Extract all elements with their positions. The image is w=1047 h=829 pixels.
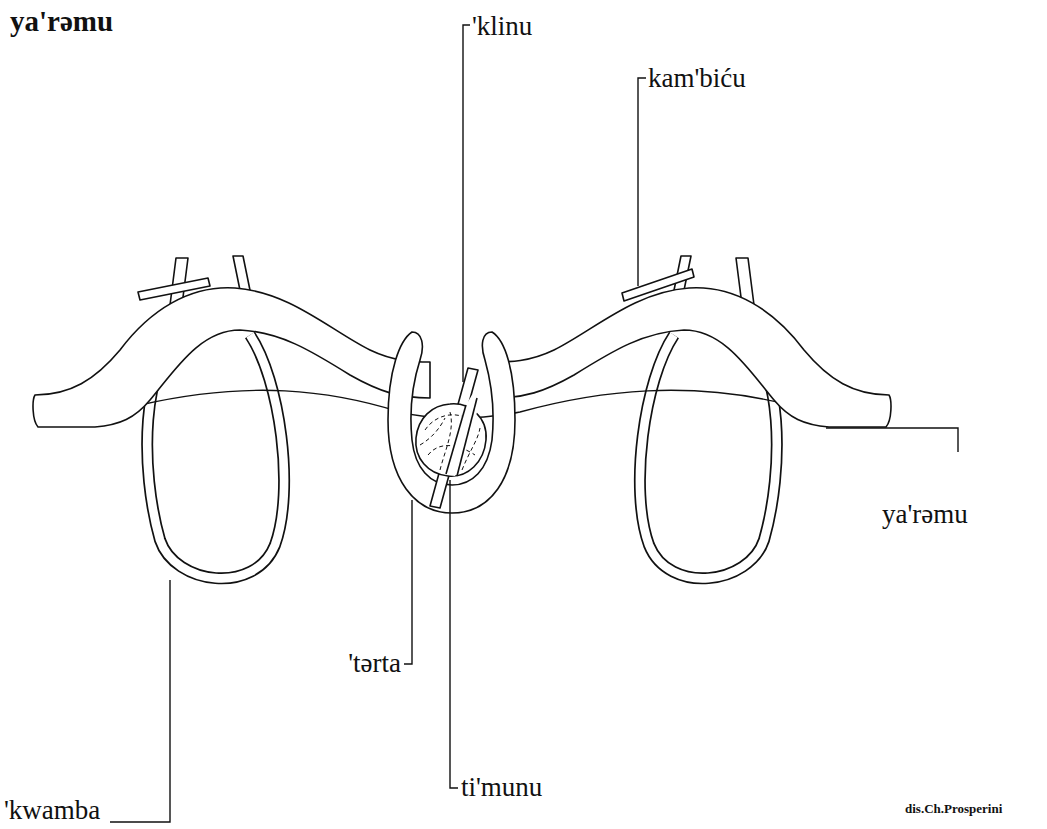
title: ya'rəmu xyxy=(10,6,113,38)
signature: dis.Ch.Prosperini xyxy=(905,802,1002,816)
leader-line xyxy=(110,25,958,822)
part-name: kam'biću xyxy=(648,64,746,94)
part-name: ya'rəmu xyxy=(882,500,968,530)
part-name: 'tərta xyxy=(348,649,401,679)
part-name: 'klinu xyxy=(472,12,532,42)
part-name: 'kwamba xyxy=(4,796,100,826)
central-ring xyxy=(388,332,515,513)
knot-ball xyxy=(416,368,486,508)
part-name: ti'munu xyxy=(461,773,542,803)
